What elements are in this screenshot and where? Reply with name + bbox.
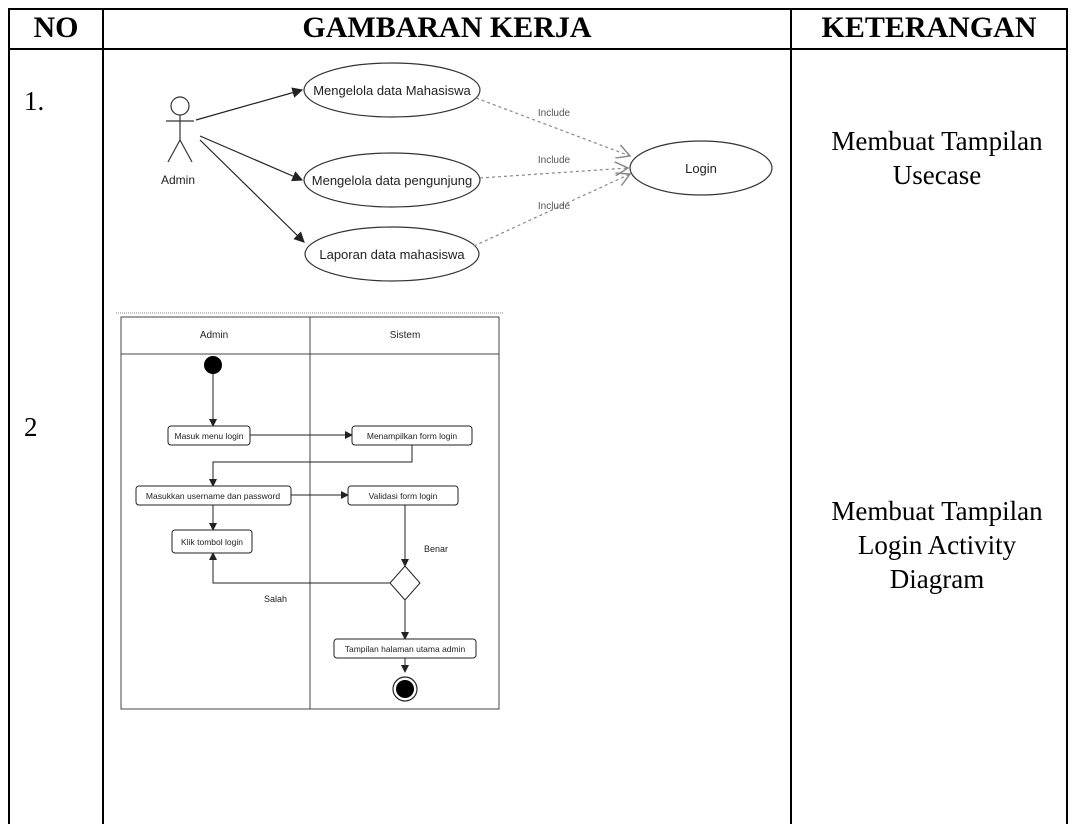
login-usecase-label: Login [685,161,717,176]
header-bottom-border [8,48,1068,50]
header-gambaran-kerja: GAMBARAN KERJA [302,11,592,44]
action-node [171,529,253,554]
usecase-label: Laporan data mahasiswa [319,247,465,262]
usecase-ellipse [304,226,480,282]
action-node [135,485,292,506]
usecase-label: Mengelola data Mahasiswa [313,83,471,98]
action-node [167,425,251,446]
row-2-description: Membuat Tampilan Login Activity Diagram [806,494,1068,596]
activity-diagram: Admin Sistem Masuk menu login Menampilka… [116,312,504,710]
association-arrow [195,87,304,121]
actor-icon [166,96,194,163]
decision-node [389,565,421,601]
row-2-description-line: Membuat Tampilan [831,496,1043,526]
row-1-number: 1. [24,86,45,116]
start-node [204,356,222,374]
include-arrow [473,174,630,247]
row-1-description-line: Usecase [892,160,982,190]
flow-arrow [209,444,413,487]
action-label: Tampilan halaman utama admin [345,644,466,654]
usecase-label: Mengelola data pengunjung [312,173,472,188]
flow-arrow [209,552,390,584]
action-label: Masuk menu login [175,431,244,441]
include-label: Include [538,201,571,212]
action-label: Klik tombol login [181,537,243,547]
action-label: Menampilkan form login [367,431,458,441]
actor-label: Admin [161,173,195,187]
include-label: Include [538,108,571,119]
lane-admin-label: Admin [200,330,228,341]
action-label: Masukkan username dan password [146,491,280,501]
row-2-description-line: Login Activity [857,530,1017,560]
action-node [351,425,473,446]
column-divider-1 [102,8,104,824]
table-top-border [8,8,1068,10]
row-1-description: Membuat Tampilan Usecase [806,124,1068,192]
include-arrow [479,168,628,179]
guard-label-salah: Salah [264,594,287,604]
usecase-ellipse [303,62,481,118]
column-divider-2 [790,8,792,824]
usecase-ellipse [303,152,481,208]
login-usecase-ellipse [629,140,773,196]
include-arrow [475,97,630,156]
end-node [396,680,414,698]
header-keterangan: KETERANGAN [821,11,1037,44]
association-arrow [199,135,304,182]
association-arrow [199,139,305,243]
action-node [347,485,459,506]
guard-label-benar: Benar [424,544,448,554]
usecase-diagram: Admin Mengelola data Mahasiswa Mengelola… [161,62,773,282]
row-2-description-line: Diagram [889,564,985,594]
include-label: Include [538,155,571,166]
row-2-number: 2 [24,412,38,442]
table-right-border [1066,8,1068,824]
table-left-border [8,8,10,824]
header-no: NO [33,11,79,44]
lane-sistem-label: Sistem [390,330,421,341]
action-label: Validasi form login [369,491,438,501]
action-node [333,638,477,659]
row-1-description-line: Membuat Tampilan [831,126,1043,156]
